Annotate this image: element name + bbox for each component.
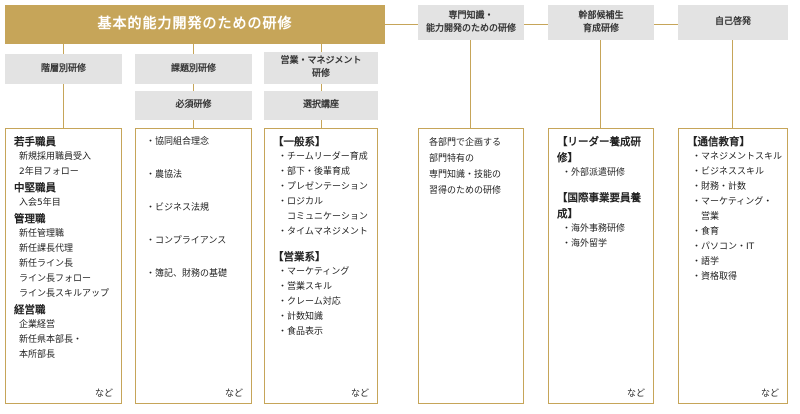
- description-line: 専門知識・技能の: [429, 170, 502, 180]
- level-training-header: 階層別研修: [5, 54, 122, 84]
- list-item: ・部下・後輩育成: [278, 167, 351, 177]
- required-training-title: 必須研修: [175, 100, 212, 110]
- self-development-title: 自己啓発: [714, 17, 751, 27]
- connector-sales: [321, 44, 322, 128]
- topic-training-header: 課題別研修: [135, 54, 252, 84]
- list-item: ライン長フォロー: [19, 274, 92, 284]
- executive-title-line-1: 幹部候補生: [578, 10, 624, 21]
- category-heading: 若手職員: [14, 136, 56, 148]
- list-item: ・財務・計数: [692, 182, 747, 192]
- specialized-description: 各部門で企画する 部門特有の 専門知識・技能の 習得のための研修: [419, 129, 523, 199]
- elective-course-title: 選択講座: [302, 100, 339, 110]
- level-training-box: 若手職員新規採用職員受入 2年目フォロー中堅職員入会5年目管理職新任管理職新任課長…: [5, 128, 122, 404]
- list-item: ・マーケティング・: [692, 197, 773, 207]
- list-item: ・ビジネス法規: [146, 203, 210, 213]
- list-item: ・資格取得: [692, 272, 738, 282]
- list-item: 営業: [692, 212, 720, 222]
- list-item: ・マネジメントスキル: [692, 152, 783, 162]
- list-item: ・食育: [692, 227, 720, 237]
- elective-etc: など: [350, 389, 369, 399]
- self-development-header: 自己啓発: [678, 5, 788, 40]
- sales-title-line-1: 営業・マネジメント: [280, 56, 362, 66]
- list-item: ・営業スキル: [278, 282, 333, 292]
- specialized-training-box: 各部門で企画する 部門特有の 専門知識・技能の 習得のための研修: [418, 128, 524, 404]
- executive-etc: など: [626, 389, 645, 399]
- list-item: コミュニケーション: [278, 212, 368, 222]
- list-item: 新任県本部長・: [19, 335, 83, 345]
- self-etc: など: [760, 389, 779, 399]
- list-item: ・ビジネススキル: [692, 167, 765, 177]
- connector-level: [63, 44, 64, 128]
- list-item: 新任課長代理: [19, 244, 74, 254]
- self-development-box: 【通信教育】・マネジメントスキル・ビジネススキル・財務・計数・マーケティング・ …: [678, 128, 788, 404]
- list-item: ・ロジカル: [278, 197, 324, 207]
- self-development-list: 【通信教育】・マネジメントスキル・ビジネススキル・財務・計数・マーケティング・ …: [679, 129, 787, 285]
- list-item: ・簿記、財務の基礎: [146, 269, 228, 279]
- elective-course-header: 選択講座: [264, 91, 378, 120]
- executive-training-header: 幹部候補生 育成研修: [548, 5, 654, 40]
- category-heading: 管理職: [14, 213, 46, 225]
- category-heading: 【営業系】: [273, 251, 326, 263]
- specialized-title-line-2: 能力開発のための研修: [425, 23, 516, 34]
- list-item: ・食品表示: [278, 327, 324, 337]
- list-item: ライン長スキルアップ: [19, 289, 110, 299]
- level-etc: など: [94, 389, 113, 399]
- list-item: ・マーケティング: [278, 267, 350, 277]
- elective-course-list: 【一般系】・チームリーダー育成・部下・後輩育成・プレゼンテーション・ロジカル コ…: [265, 129, 377, 340]
- list-item: ・クレーム対応: [278, 297, 341, 307]
- category-heading: 【国際事業要員養成】: [557, 192, 641, 220]
- list-item: 新任管理職: [19, 229, 65, 239]
- connector-specialized: [470, 40, 471, 128]
- specialized-title-line-1: 専門知識・: [448, 10, 494, 21]
- category-heading: 【一般系】: [273, 136, 326, 148]
- list-item: ・計数知識: [278, 312, 324, 322]
- list-item: 新規採用職員受入: [19, 152, 92, 162]
- list-item: ・チームリーダー育成: [278, 152, 368, 162]
- list-item: ・協同組合理念: [146, 137, 210, 147]
- list-item: ・タイムマネジメント: [278, 227, 368, 237]
- connector-executive: [600, 40, 601, 128]
- spacer: [273, 240, 369, 249]
- executive-title-line-2: 育成研修: [582, 23, 619, 34]
- list-item: ・語学: [692, 257, 720, 267]
- list-item: 企業経営: [19, 320, 56, 330]
- basic-training-header: 基本的能力開発のための研修: [5, 5, 385, 44]
- list-item: ・コンプライアンス: [146, 236, 227, 246]
- list-item: ・海外留学: [562, 239, 608, 249]
- list-item: 新任ライン長: [19, 259, 74, 269]
- elective-course-box: 【一般系】・チームリーダー育成・部下・後輩育成・プレゼンテーション・ロジカル コ…: [264, 128, 378, 404]
- connector-topic: [193, 44, 194, 128]
- description-line: 部門特有の: [429, 154, 475, 164]
- list-item: ・海外事務研修: [562, 224, 626, 234]
- list-item: 本所部長: [19, 350, 56, 360]
- sales-title-line-2: 研修: [311, 69, 330, 79]
- specialized-training-header: 専門知識・ 能力開発のための研修: [418, 5, 524, 40]
- spacer: [557, 181, 645, 190]
- description-line: 習得のための研修: [429, 186, 502, 196]
- executive-training-box: 【リーダー養成研修】・外部派遣研修【国際事業要員養成】・海外事務研修・海外留学 …: [548, 128, 654, 404]
- list-item: ・外部派遣研修: [562, 168, 626, 178]
- connector-self: [732, 40, 733, 128]
- level-training-title: 階層別研修: [40, 63, 86, 74]
- category-heading: 中堅職員: [14, 182, 56, 194]
- basic-training-title: 基本的能力開発のための研修: [97, 16, 293, 32]
- required-etc: など: [224, 389, 243, 399]
- list-item: ・パソコン・IT: [692, 242, 755, 252]
- list-item: ・プレゼンテーション: [278, 182, 368, 192]
- required-training-list: ・協同組合理念 ・農協法 ・ビジネス法規 ・コンプライアンス ・簿記、財務の基礎: [136, 129, 251, 282]
- executive-training-list: 【リーダー養成研修】・外部派遣研修【国際事業要員養成】・海外事務研修・海外留学: [549, 129, 653, 252]
- sales-management-header: 営業・マネジメント 研修: [264, 52, 378, 84]
- required-training-box: ・協同組合理念 ・農協法 ・ビジネス法規 ・コンプライアンス ・簿記、財務の基礎…: [135, 128, 252, 404]
- level-training-list: 若手職員新規採用職員受入 2年目フォロー中堅職員入会5年目管理職新任管理職新任課長…: [6, 129, 121, 363]
- list-item: 入会5年目: [19, 198, 61, 208]
- list-item: ・農協法: [146, 170, 183, 180]
- topic-training-title: 課題別研修: [170, 63, 216, 74]
- category-heading: 【通信教育】: [687, 136, 750, 148]
- category-heading: 経営職: [14, 304, 46, 316]
- category-heading: 【リーダー養成研修】: [557, 136, 641, 164]
- required-training-header: 必須研修: [135, 91, 252, 120]
- description-line: 各部門で企画する: [429, 138, 502, 148]
- list-item: 2年目フォロー: [19, 167, 79, 177]
